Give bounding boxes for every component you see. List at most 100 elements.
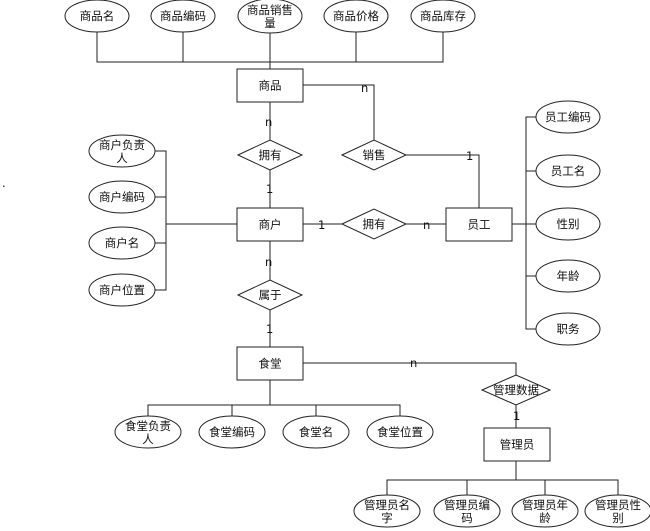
attribute-ellipse xyxy=(323,0,389,33)
attribute-ellipse xyxy=(150,0,216,33)
entity-box xyxy=(445,207,513,242)
attribute-label: 商品销售 xyxy=(247,3,293,17)
attribute-ellipse xyxy=(88,226,156,260)
relationship-label: 拥有 xyxy=(259,148,282,162)
attribute-ellipse xyxy=(584,494,650,528)
cardinality-label: n xyxy=(410,356,417,370)
attribute-s_gender: 性别 xyxy=(535,207,601,241)
attribute-goods_code: 商品编码 xyxy=(150,0,216,33)
relationship-own1: 拥有 xyxy=(236,139,304,171)
connector-line xyxy=(147,404,401,416)
relationship-diamond xyxy=(480,374,552,406)
cardinality-label: 1 xyxy=(513,409,520,423)
attribute-label: 管理员年 xyxy=(522,498,568,512)
attribute-s_code: 员工编码 xyxy=(535,100,601,134)
relationship-diamond xyxy=(340,139,408,171)
attribute-label: 商品编码 xyxy=(160,9,206,23)
connector-line xyxy=(155,150,167,291)
entity-box xyxy=(483,427,551,462)
attribute-ellipse xyxy=(88,180,156,214)
attribute-goods_price: 商品价格 xyxy=(323,0,389,33)
attribute-goods_stock: 商品库存 xyxy=(410,0,476,33)
attribute-c_name: 食堂名 xyxy=(282,415,350,449)
attribute-ellipse xyxy=(535,154,601,188)
entity-label: 员工 xyxy=(468,218,491,232)
relationship-own2: 拥有 xyxy=(340,208,408,240)
relationship-label: 拥有 xyxy=(363,217,386,231)
attribute-m_name: 商户名 xyxy=(88,226,156,260)
attribute-label: 员工编码 xyxy=(545,110,591,124)
attribute-s_name: 员工名 xyxy=(535,154,601,188)
attribute-ellipse xyxy=(64,0,130,33)
attribute-ellipse xyxy=(353,494,421,528)
attribute-m_loc: 商户位置 xyxy=(88,273,156,307)
attribute-ellipse xyxy=(237,0,303,34)
attribute-label: 性别 xyxy=(557,217,580,231)
relationship-label: 管理数据 xyxy=(493,383,539,397)
attribute-label: 食堂负责 xyxy=(125,419,171,433)
entity-merchant: 商户 xyxy=(236,207,304,242)
attribute-label: 商品价格 xyxy=(333,9,379,23)
attribute-ellipse xyxy=(535,207,601,241)
attribute-ellipse xyxy=(433,494,501,528)
attribute-ellipse xyxy=(88,134,156,168)
attribute-ellipse xyxy=(366,415,434,449)
diagram-nodes: 商品商户员工食堂管理员拥有销售拥有属于管理数据商品名商品编码商品销售量商品价格商… xyxy=(64,0,650,528)
cardinality-label: n xyxy=(423,218,430,232)
cardinality-label: 1 xyxy=(466,149,473,163)
attribute-label: 商户负责 xyxy=(99,138,145,152)
attribute-label: 商品库存 xyxy=(420,9,466,23)
attribute-label: 商户名 xyxy=(105,236,140,250)
entity-goods: 商品 xyxy=(236,68,304,103)
connector-line xyxy=(406,154,480,208)
attribute-label: 管理员编 xyxy=(444,498,490,512)
connector-line xyxy=(303,84,375,140)
attribute-label: 码 xyxy=(461,511,473,525)
connector-lines xyxy=(96,32,619,495)
attribute-label: 人 xyxy=(116,151,128,165)
attribute-ellipse xyxy=(88,273,156,307)
attribute-label: 商品名 xyxy=(80,9,115,23)
relationship-sell: 销售 xyxy=(340,139,408,171)
entity-label: 管理员 xyxy=(500,438,535,452)
attribute-goods_name: 商品名 xyxy=(64,0,130,33)
attribute-c_loc: 食堂位置 xyxy=(366,415,434,449)
margin-mark: . xyxy=(2,176,6,190)
attribute-s_age: 年龄 xyxy=(535,259,601,293)
attribute-ellipse xyxy=(114,415,182,449)
attribute-label: 别 xyxy=(612,511,624,525)
attribute-c_code: 食堂编码 xyxy=(198,415,266,449)
attribute-label: 食堂编码 xyxy=(209,425,255,439)
entity-staff: 员工 xyxy=(445,207,513,242)
attribute-label: 量 xyxy=(264,16,276,30)
connector-line xyxy=(525,116,536,330)
attribute-ellipse xyxy=(511,494,579,528)
relationship-belong: 属于 xyxy=(236,279,304,311)
attribute-label: 龄 xyxy=(539,511,551,525)
attribute-label: 管理员名 xyxy=(364,498,410,512)
connector-line xyxy=(386,479,619,495)
cardinality-label: n xyxy=(265,115,272,129)
attribute-label: 商户编码 xyxy=(99,190,145,204)
attribute-label: 职务 xyxy=(557,322,580,336)
cardinality-label: 1 xyxy=(266,182,273,196)
cardinality-label: 1 xyxy=(266,322,273,336)
attribute-s_post: 职务 xyxy=(535,312,601,346)
attribute-label: 年龄 xyxy=(557,269,580,283)
attribute-ellipse xyxy=(282,415,350,449)
entity-box xyxy=(236,68,304,103)
relationship-diamond xyxy=(340,208,408,240)
attribute-label: 人 xyxy=(142,432,154,446)
entity-box xyxy=(236,346,304,381)
entity-canteen: 食堂 xyxy=(236,346,304,381)
relationship-label: 属于 xyxy=(259,288,282,302)
relationship-diamond xyxy=(236,279,304,311)
